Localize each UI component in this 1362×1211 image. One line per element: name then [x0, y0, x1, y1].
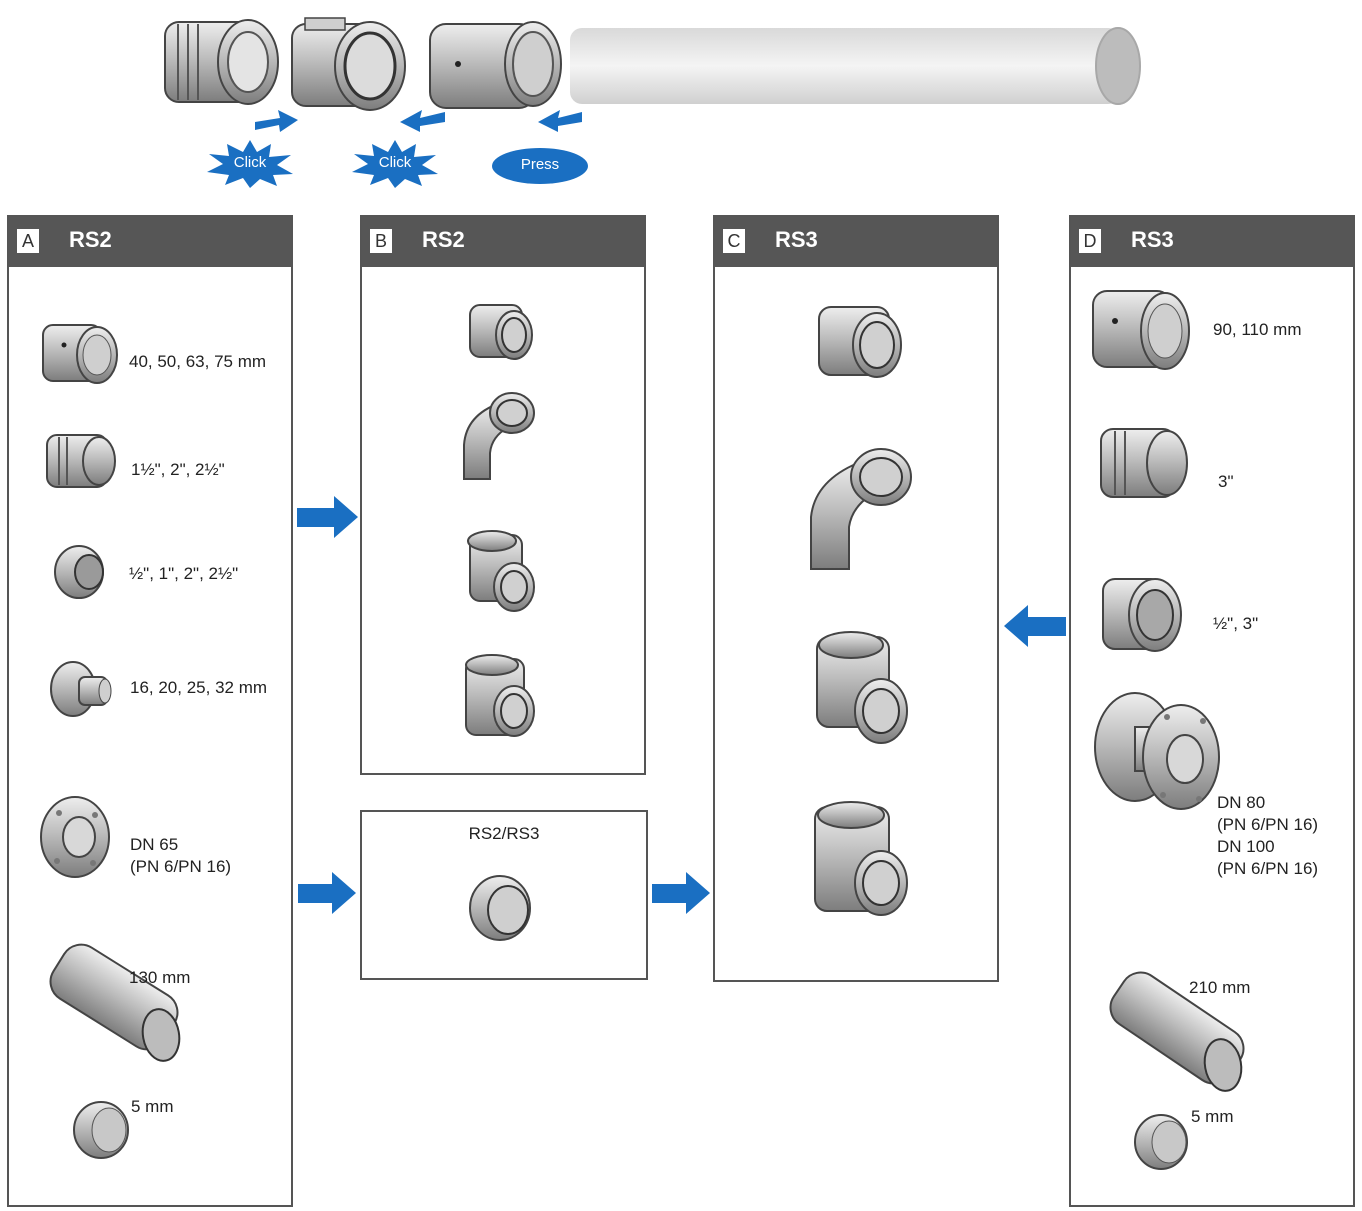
sleeve-icon: [469, 304, 533, 360]
panel-d-letter: D: [1079, 229, 1101, 253]
panel-a-item-3: ½", 1", 2", 2½": [129, 564, 239, 583]
panel-c-fittings: [810, 306, 912, 916]
panel-b: B RS2: [360, 215, 646, 775]
reducer-icon: [50, 661, 112, 717]
panel-b-fittings: [463, 304, 535, 737]
sleeve-icon: [818, 306, 902, 378]
tee-icon: [816, 631, 908, 744]
arrow-d-to-c: [1004, 605, 1066, 647]
panel-rs2-rs3-fittings: [469, 875, 531, 941]
starburst-icon: [207, 140, 293, 188]
panel-a-item-5: DN 65 (PN 6/PN 16): [130, 835, 232, 876]
cross-tee-icon: [814, 801, 908, 916]
press-sleeve-part: [429, 21, 562, 109]
panel-a-header: A RS2: [9, 217, 291, 267]
arrow-rs2rs3-to-c: [652, 872, 710, 914]
panel-a-item-2: 1½", 2", 2½": [131, 460, 225, 479]
panel-rs2-rs3: RS2/RS3: [360, 810, 648, 980]
press-adapter-icon: [1092, 290, 1190, 370]
panel-c-title: RS3: [775, 227, 818, 252]
click-sleeve-part: [291, 17, 406, 111]
coupler-icon: [1109, 971, 1245, 1092]
elbow-icon: [810, 448, 912, 570]
assembly-illustration: Click Click Press: [0, 0, 1362, 200]
panel-d-title: RS3: [1131, 227, 1174, 252]
press-badge: Press: [492, 148, 588, 184]
panel-d-item-6: 5 mm: [1191, 1107, 1234, 1126]
panel-a-item-7: 5 mm: [131, 1097, 174, 1116]
panel-a-item-4: 16, 20, 25, 32 mm: [130, 678, 268, 697]
panel-a-fittings: [40, 324, 181, 1159]
click-badge-1: Click: [205, 138, 295, 188]
panel-d-item-2: 3": [1218, 472, 1234, 491]
plug-icon: [1134, 1114, 1188, 1170]
panel-d-item-1: 90, 110 mm: [1213, 320, 1302, 339]
male-thread-adapter-icon: [46, 434, 116, 488]
female-thread-adapter-icon: [1102, 578, 1182, 652]
assembly-arrows: [255, 110, 582, 132]
panel-a-item-1: 40, 50, 63, 75 mm: [129, 352, 267, 371]
cross-tee-icon: [465, 654, 535, 737]
panel-b-title: RS2: [422, 227, 465, 252]
panel-d-fittings: [1092, 290, 1245, 1170]
panel-a: A RS2: [7, 215, 293, 1207]
panel-rs2-rs3-title: RS2/RS3: [468, 824, 540, 843]
elbow-icon: [463, 392, 535, 480]
press-adapter-icon: [42, 324, 118, 384]
panel-d-item-4: DN 80 (PN 6/PN 16) DN 100 (PN 6/PN 16): [1217, 793, 1319, 878]
panel-d-header: D RS3: [1071, 217, 1353, 267]
flange-icon: [40, 796, 110, 878]
click-badge-label: Click: [378, 154, 412, 171]
panel-d-item-3: ½", 3": [1213, 614, 1259, 633]
tee-icon: [467, 530, 535, 612]
threaded-adapter-part: [164, 19, 279, 105]
plug-icon: [73, 1101, 129, 1159]
panel-b-header: B RS2: [362, 217, 644, 267]
click-badge-label: Click: [233, 154, 267, 171]
panel-d-item-5: 210 mm: [1189, 978, 1251, 997]
female-thread-adapter-icon: [54, 545, 104, 599]
flange-pair-icon: [1094, 692, 1220, 810]
transition-sleeve-icon: [469, 875, 531, 941]
coupler-icon: [49, 943, 181, 1062]
arrow-a-to-rs2rs3: [298, 872, 356, 914]
panel-a-letter: A: [17, 229, 39, 253]
male-thread-adapter-icon: [1100, 428, 1188, 498]
panel-b-letter: B: [370, 229, 392, 253]
click-badge-2: Click: [350, 138, 440, 188]
panel-c: C RS3: [713, 215, 999, 982]
arrow-a-to-b: [297, 496, 358, 538]
panel-d: D RS3: [1069, 215, 1355, 1207]
panel-a-title: RS2: [69, 227, 112, 252]
starburst-icon: [352, 140, 438, 188]
panel-a-item-6: 130 mm: [129, 968, 191, 987]
panel-c-header: C RS3: [715, 217, 997, 267]
panel-c-letter: C: [723, 229, 745, 253]
pipe-part: [570, 27, 1141, 105]
assembly-drawing: [164, 17, 1141, 132]
press-badge-label: Press: [520, 156, 560, 173]
